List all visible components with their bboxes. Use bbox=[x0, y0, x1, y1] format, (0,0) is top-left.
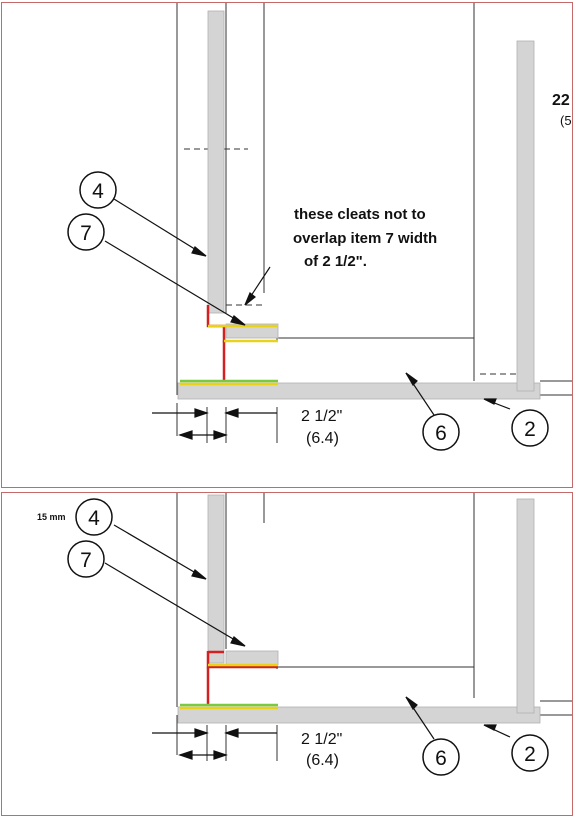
thickness-note: 15 mm bbox=[37, 512, 66, 522]
outline-lines bbox=[176, 3, 572, 443]
dimension-fraction: 2 1/2" bbox=[301, 408, 342, 425]
item-7-cleat-bottom bbox=[225, 650, 279, 666]
callout-circles bbox=[67, 171, 549, 451]
callout-4-bottom: 4 bbox=[88, 507, 100, 530]
panel-pieces-bottom bbox=[177, 494, 541, 724]
bottom-detail-drawing: 15 mm 4 7 6 2 2 1/2" (6.4) bbox=[37, 493, 572, 776]
leader-lines-bottom bbox=[104, 524, 511, 760]
callout-circle-7-bottom bbox=[67, 540, 105, 578]
item-4-panel-bottom bbox=[207, 494, 225, 664]
note-line-1: these cleats not to bbox=[294, 206, 426, 223]
outline-lines-bottom bbox=[176, 493, 572, 761]
item-2-panel bbox=[516, 40, 535, 392]
callout-7-bottom: 7 bbox=[80, 549, 92, 572]
callout-4: 4 bbox=[92, 180, 104, 203]
dimension-fraction-bottom: 2 1/2" bbox=[301, 731, 342, 748]
top-detail-drawing: 4 7 6 2 these cleats not to overlap item… bbox=[67, 3, 572, 451]
dimension-metric-bottom: (6.4) bbox=[306, 752, 339, 769]
note-line-2: overlap item 7 width bbox=[293, 230, 437, 247]
callout-7: 7 bbox=[80, 222, 92, 245]
callout-circle-7 bbox=[67, 213, 105, 251]
top-detail-panel: 4 7 6 2 these cleats not to overlap item… bbox=[1, 2, 573, 488]
callout-6: 6 bbox=[435, 422, 447, 445]
bottom-detail-panel: 15 mm 4 7 6 2 2 1/2" (6.4) bbox=[1, 492, 573, 816]
callout-circle-2 bbox=[511, 409, 549, 447]
highlight-lines-bottom bbox=[180, 650, 278, 710]
note-line-3: of 2 1/2". bbox=[304, 253, 367, 270]
callout-circle-6-bottom bbox=[422, 738, 460, 776]
callout-circle-4 bbox=[79, 171, 117, 209]
edge-dimension-metric: (5 bbox=[560, 113, 572, 128]
item-6-panel bbox=[177, 382, 541, 400]
callout-6-bottom: 6 bbox=[435, 747, 447, 770]
callout-circles-bottom bbox=[67, 498, 549, 776]
item-7-cleat bbox=[225, 323, 279, 339]
dimension-metric: (6.4) bbox=[306, 430, 339, 447]
item-2-panel-bottom bbox=[516, 498, 535, 714]
edge-dimension-text: 22 bbox=[552, 92, 570, 109]
callout-2-bottom: 2 bbox=[524, 743, 536, 766]
leader-lines bbox=[104, 198, 511, 440]
callout-circle-6 bbox=[422, 413, 460, 451]
callout-circle-2-bottom bbox=[511, 734, 549, 772]
item-6-panel-bottom bbox=[177, 706, 541, 724]
item-4-panel bbox=[207, 10, 225, 314]
callout-circle-4-bottom bbox=[75, 498, 113, 536]
panel-pieces bbox=[177, 10, 541, 400]
highlight-lines bbox=[180, 305, 278, 386]
callout-2: 2 bbox=[524, 418, 536, 441]
